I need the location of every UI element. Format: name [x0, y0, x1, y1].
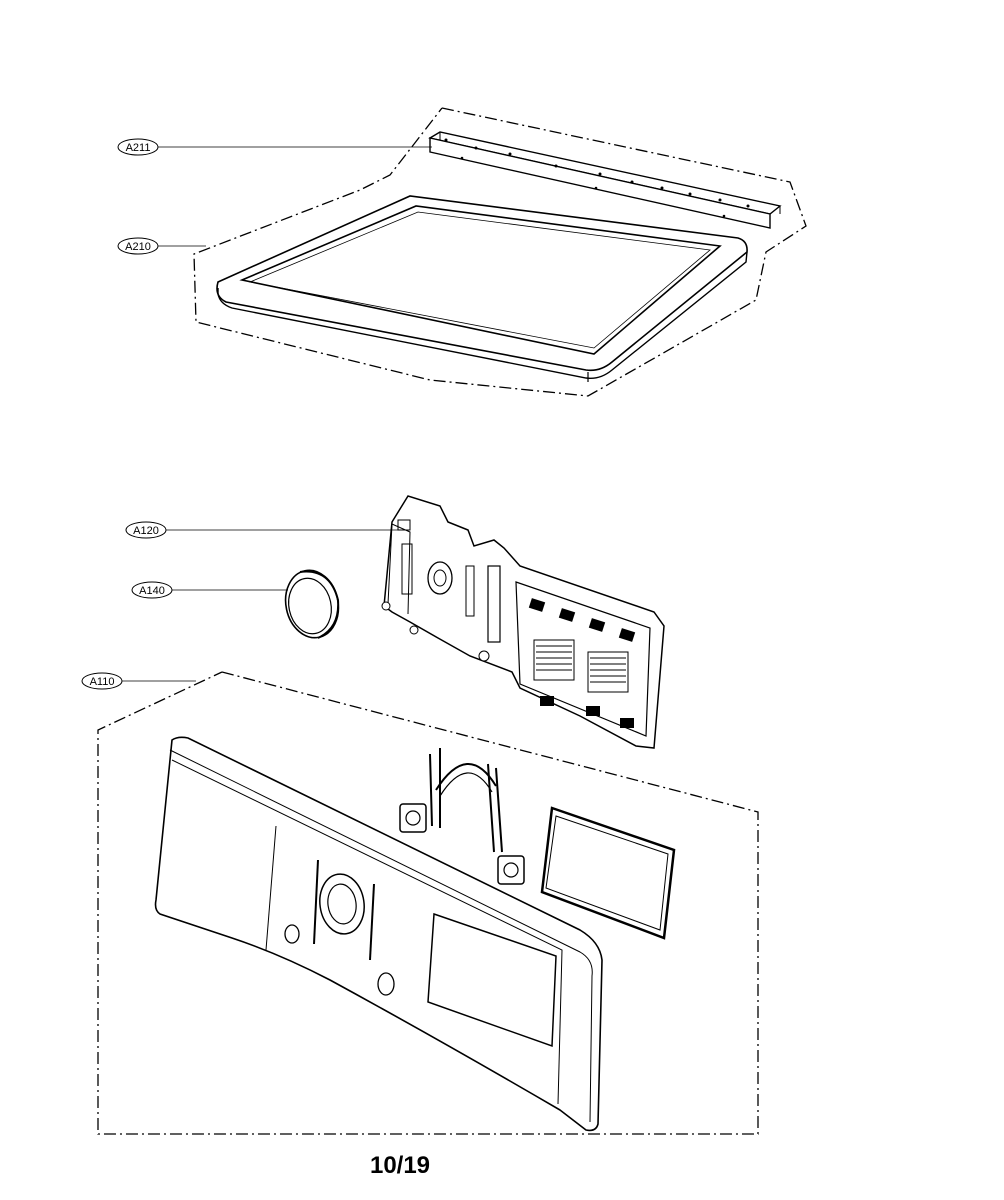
control-board-part: [381, 495, 665, 749]
top-cover-part: [216, 195, 748, 382]
knob-part: [284, 569, 340, 639]
callout-a140-label: A140: [139, 585, 165, 597]
button-bracket-part: [399, 748, 525, 885]
callout-a210: A210: [117, 237, 206, 255]
callout-a211-label: A211: [126, 142, 151, 154]
callout-a140: A140: [131, 581, 288, 599]
callout-a120-label: A120: [133, 525, 159, 537]
bottom-group-boundary: [97, 671, 759, 1135]
control-panel-part: [154, 736, 603, 1132]
callout-a210-label: A210: [125, 241, 151, 253]
top-group-boundary: [193, 107, 807, 397]
callout-a110-label: A110: [90, 676, 115, 688]
callout-a110: A110: [81, 672, 196, 690]
callout-a120: A120: [125, 521, 398, 539]
page-number: 10/19: [369, 1152, 431, 1179]
callout-a211: A211: [117, 138, 432, 156]
display-window-part: [540, 806, 676, 940]
